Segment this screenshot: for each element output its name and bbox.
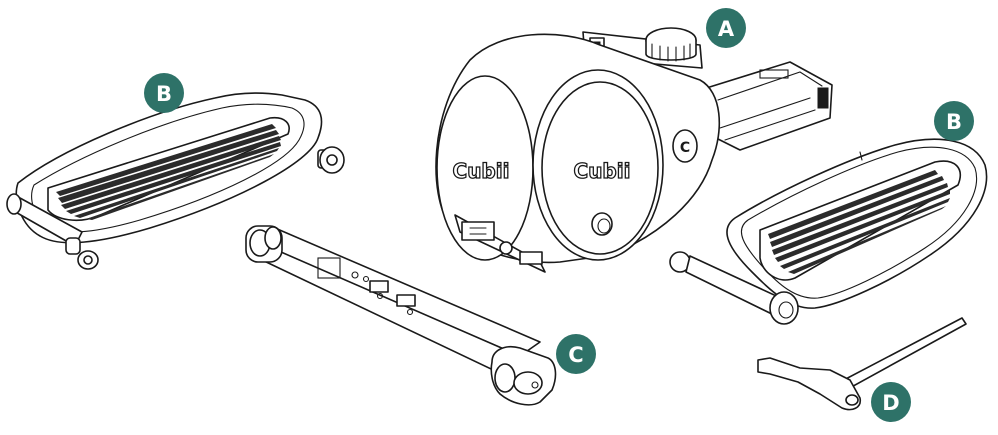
badge-d-circle xyxy=(871,382,911,422)
stabilizer-bar xyxy=(245,225,557,406)
hex-wrench xyxy=(757,317,967,411)
left-pedal-axle xyxy=(6,193,99,270)
badge-a-circle xyxy=(706,8,746,48)
badge-b-left-circle xyxy=(144,73,184,113)
left-pedal-roller xyxy=(317,146,345,174)
left-pedal xyxy=(6,92,345,270)
badge-c-label: C xyxy=(568,343,583,367)
badge-d: D xyxy=(871,382,911,422)
main-unit: C Cubii Cubii xyxy=(435,27,833,273)
badge-a: A xyxy=(706,8,746,48)
right-pedal xyxy=(669,138,988,325)
badge-c: C xyxy=(556,334,596,374)
badge-b-right-label: B xyxy=(946,110,962,134)
badge-b-left: B xyxy=(144,73,184,113)
badge-b-right: B xyxy=(934,101,974,141)
left-pedal-slats xyxy=(56,124,281,220)
svg-text:C: C xyxy=(680,140,690,156)
brand-logo-left: Cubii xyxy=(453,159,510,183)
right-pedal-axle xyxy=(669,251,799,325)
badge-a-label: A xyxy=(718,17,735,41)
right-pedal-slats xyxy=(768,170,950,274)
badge-b-left-label: B xyxy=(156,82,172,106)
brand-logo-right: Cubii xyxy=(574,159,631,183)
badge-c-circle xyxy=(556,334,596,374)
badge-d-label: D xyxy=(882,391,899,415)
badge-b-right-circle xyxy=(934,101,974,141)
